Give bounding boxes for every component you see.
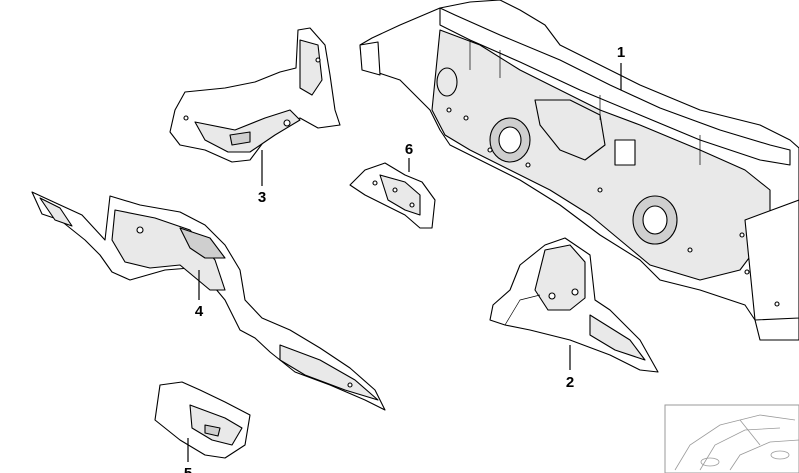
part-2-bracket[interactable] [489,237,659,373]
callout-5[interactable]: 5 [184,465,192,473]
callout-6[interactable]: 6 [405,141,413,158]
part-6-bracket[interactable] [349,162,436,229]
part-4-rail[interactable] [31,191,386,411]
callout-1[interactable]: 1 [617,44,625,61]
car-thumbnail [664,404,799,473]
part-5-bracket[interactable] [154,381,251,459]
callout-3[interactable]: 3 [258,189,266,206]
callout-2[interactable]: 2 [566,374,574,391]
callout-4[interactable]: 4 [195,303,204,320]
part-3-mount[interactable] [169,27,341,163]
part-1-bulkhead[interactable] [359,0,799,341]
